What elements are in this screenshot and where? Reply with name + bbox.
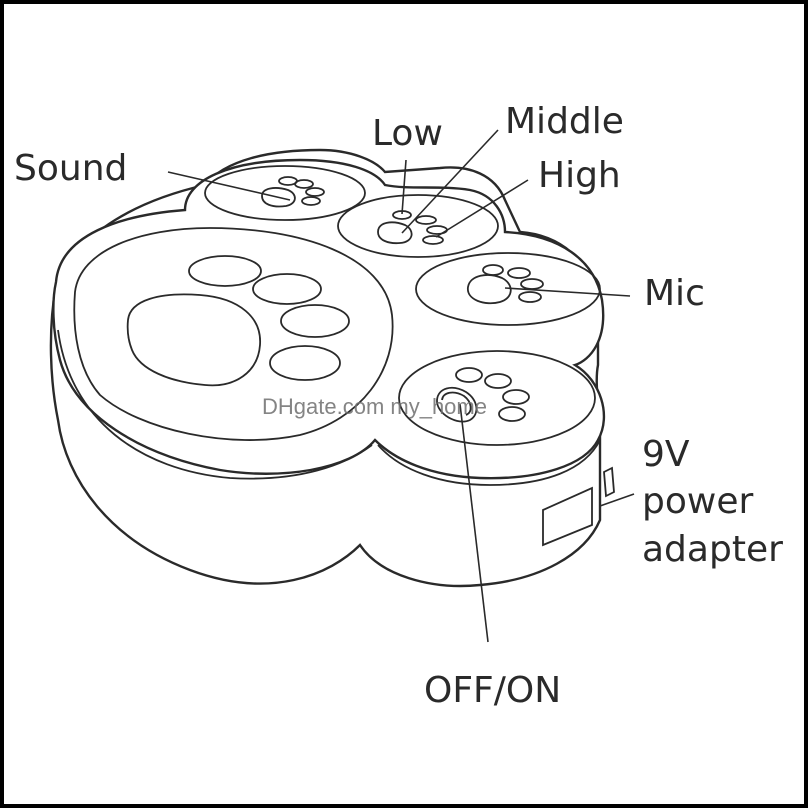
sound-leader [167, 171, 291, 201]
power-leader [599, 493, 635, 507]
offon-leader [459, 403, 489, 643]
power-button-pad[interactable] [398, 350, 596, 446]
mic-leader [504, 287, 631, 297]
large-paw-pad [73, 227, 394, 441]
label-adapter: adapter [642, 529, 783, 570]
watermark: DHgate.com my_home [262, 394, 487, 419]
label-sound: Sound [14, 148, 127, 189]
label-high: High [538, 155, 621, 196]
mic-button-pad[interactable] [415, 252, 601, 326]
label-power: power [642, 481, 753, 522]
label-voltage: 9V [642, 434, 690, 475]
label-mic: Mic [644, 273, 705, 314]
high-leader [435, 179, 529, 238]
middle-leader [401, 129, 499, 234]
power-port-slot [542, 486, 593, 547]
label-offon: OFF/ON [424, 670, 561, 711]
labels: Sound Low Middle High Mic 9V power adapt… [14, 101, 783, 711]
sound-button-pad[interactable] [204, 165, 366, 221]
device-side-rim [57, 329, 373, 480]
power-connector [603, 466, 615, 498]
label-low: Low [372, 113, 443, 154]
label-middle: Middle [505, 101, 624, 142]
leader-lines [167, 129, 635, 643]
device-right-rim [377, 439, 601, 486]
low-leader [401, 159, 407, 215]
